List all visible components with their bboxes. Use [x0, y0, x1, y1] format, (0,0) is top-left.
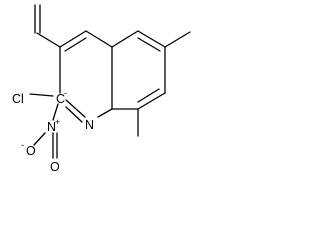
- chemical-structure: Cl C - N N + O - O: [12, 4, 191, 174]
- ring-bond-c3-c4-inner: [64, 37, 87, 52]
- nitro-nitrogen-charge: +: [55, 117, 60, 127]
- methyl-bond-c6: [164, 31, 191, 48]
- nitro-nitrogen-atom-label: N: [47, 120, 56, 134]
- ring-bond-c2-n1-inner: [65, 106, 83, 123]
- nitro-bond-n-o-single: [33, 132, 46, 146]
- ring-carbon-atom-label: C: [56, 92, 65, 106]
- ring-bond-c2-n1: [65, 99, 86, 118]
- ring-bond-c4a-c5: [111, 30, 139, 48]
- ring-bond-c4-c4a: [85, 30, 113, 48]
- ring-bond-c5-c6-inner: [137, 37, 161, 52]
- nitro-oxygen-single-label: O: [26, 144, 36, 158]
- ring-bond-c3-c4: [59, 30, 87, 48]
- ring-bond-c5-c6: [137, 30, 166, 48]
- ring-carbon-charge: -: [64, 88, 67, 98]
- vinyl-bond-single: [36, 32, 61, 48]
- ring-bond-c7-c8: [137, 92, 166, 110]
- chlorine-atom-label: Cl: [12, 92, 24, 106]
- ring-bond-n1-c8a: [97, 108, 113, 118]
- nitro-oxygen-double-label: O: [50, 160, 60, 174]
- nitro-oxygen-charge: -: [21, 140, 24, 150]
- ring-nitrogen-atom-label: N: [85, 118, 94, 132]
- chlorine-bond: [29, 93, 54, 97]
- ring-bond-c7-c8-inner: [137, 88, 160, 103]
- nitro-bond-c-n: [52, 103, 59, 121]
